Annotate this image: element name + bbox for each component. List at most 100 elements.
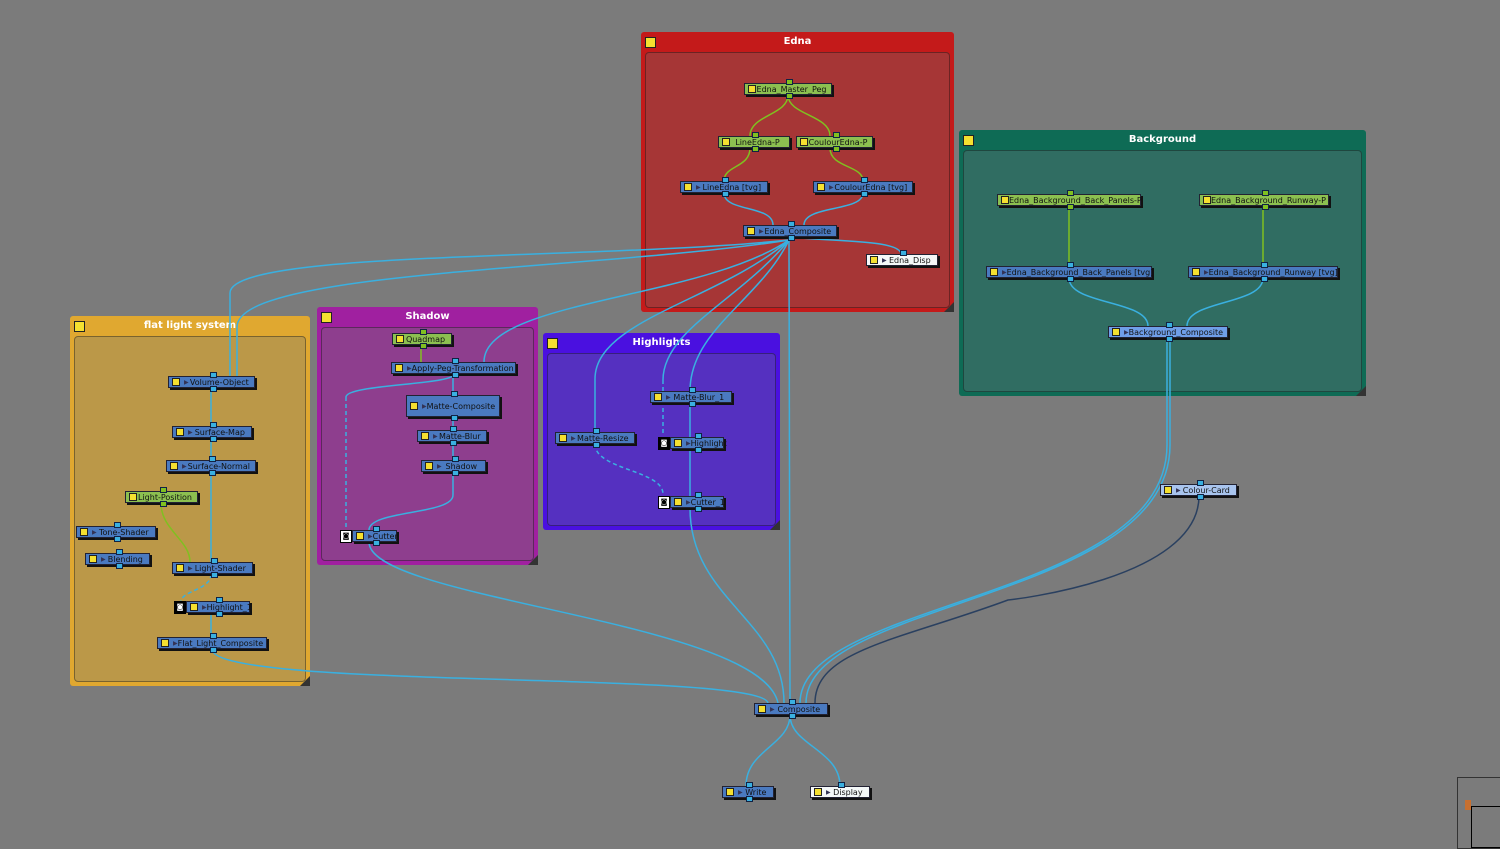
enable-toggle[interactable]	[129, 493, 137, 501]
input-port[interactable]	[752, 132, 759, 138]
output-port[interactable]	[209, 470, 216, 476]
enable-toggle[interactable]	[396, 335, 404, 343]
output-port[interactable]	[451, 470, 459, 476]
node-tone-shader[interactable]: ▶Tone-Shader	[76, 522, 156, 542]
wire-image[interactable]	[789, 714, 841, 787]
wire-image[interactable]	[788, 239, 791, 704]
output-port[interactable]	[832, 146, 840, 152]
output-port[interactable]	[115, 563, 123, 569]
output-port[interactable]	[372, 540, 380, 546]
output-port[interactable]	[788, 235, 795, 241]
wire-peg[interactable]	[787, 94, 831, 137]
wire-image[interactable]	[345, 375, 454, 398]
enable-toggle[interactable]	[559, 434, 567, 442]
enable-toggle[interactable]	[726, 788, 734, 796]
output-port[interactable]	[451, 372, 459, 378]
input-port[interactable]	[1166, 322, 1173, 328]
input-port[interactable]	[451, 456, 459, 462]
node-highlight-1[interactable]: ▶Highlight_1	[186, 597, 252, 617]
input-port[interactable]	[210, 633, 217, 639]
output-port[interactable]	[752, 146, 759, 152]
group-color-swatch[interactable]	[321, 312, 332, 323]
node-cutter-1[interactable]: ▶Cutter_1	[670, 492, 725, 512]
enable-toggle[interactable]	[747, 227, 755, 235]
input-port[interactable]	[695, 433, 702, 439]
node-volume-object[interactable]: ▶Volume-Object	[168, 372, 255, 392]
node-blending[interactable]: ▶Blending	[85, 549, 150, 569]
enable-toggle[interactable]	[425, 462, 433, 470]
node-bg-back-panels[interactable]: ▶Edna_Background_Back_Panels [tvg]	[986, 262, 1153, 282]
input-port[interactable]	[420, 329, 427, 335]
resize-handle[interactable]	[300, 676, 310, 686]
input-port[interactable]	[861, 177, 868, 183]
resize-handle[interactable]	[944, 302, 954, 312]
output-port[interactable]	[1262, 204, 1269, 210]
node-write[interactable]: ▶Write	[722, 782, 774, 802]
enable-toggle[interactable]	[1203, 196, 1211, 204]
output-port[interactable]	[746, 796, 753, 802]
output-port[interactable]	[1067, 276, 1074, 282]
enable-toggle[interactable]	[870, 256, 878, 264]
output-port[interactable]	[593, 442, 600, 448]
wire-image[interactable]	[662, 239, 790, 381]
navigator-minimap[interactable]	[1457, 777, 1500, 849]
enable-toggle[interactable]	[80, 528, 88, 536]
node-colour-card[interactable]: ▶Colour-Card	[1160, 480, 1237, 500]
enable-toggle[interactable]	[176, 564, 184, 572]
wire-peg[interactable]	[749, 94, 789, 137]
input-port[interactable]	[788, 221, 795, 227]
output-port[interactable]	[216, 611, 223, 617]
input-port[interactable]	[838, 782, 845, 788]
node-bg-runway[interactable]: ▶Edna_Background_Runway [tvg]	[1188, 262, 1338, 282]
node-quadmap[interactable]: Quadmap	[392, 329, 452, 349]
output-port[interactable]	[159, 501, 167, 507]
input-port[interactable]	[786, 79, 793, 85]
enable-toggle[interactable]	[990, 268, 998, 276]
enable-toggle[interactable]	[356, 532, 364, 540]
output-port[interactable]	[451, 415, 458, 421]
wire-image[interactable]	[180, 573, 212, 602]
input-port[interactable]	[1262, 190, 1269, 196]
wire-image[interactable]	[803, 192, 864, 226]
output-port[interactable]	[1261, 276, 1268, 282]
enable-toggle[interactable]	[172, 378, 180, 386]
enable-toggle[interactable]	[817, 183, 825, 191]
node-light-shader[interactable]: ▶Light-Shader	[172, 558, 253, 578]
wire-image[interactable]	[368, 541, 779, 704]
output-port[interactable]	[1166, 336, 1173, 342]
wire-image[interactable]	[689, 239, 790, 392]
output-port[interactable]	[114, 536, 121, 542]
output-port[interactable]	[695, 447, 702, 453]
wire-image[interactable]	[805, 338, 1171, 704]
output-port[interactable]	[695, 506, 702, 512]
group-flatlight[interactable]: flat light system	[70, 316, 310, 686]
node-edna-disp[interactable]: ▶Edna_Disp	[866, 250, 938, 266]
output-port[interactable]	[210, 647, 217, 653]
wire-image[interactable]	[483, 239, 790, 363]
output-port[interactable]	[789, 713, 796, 719]
node-matte-resize[interactable]: ▶Matte-Resize	[555, 428, 635, 448]
output-port[interactable]	[786, 93, 793, 99]
wire-peg[interactable]	[829, 147, 864, 182]
enable-toggle[interactable]	[170, 462, 178, 470]
wire-image[interactable]	[229, 239, 790, 376]
output-port[interactable]	[450, 440, 457, 446]
enable-toggle[interactable]	[722, 138, 730, 146]
output-port[interactable]	[1196, 494, 1204, 500]
node-background-composite[interactable]: ▶Background_Composite	[1108, 322, 1228, 342]
wire-image[interactable]	[211, 648, 769, 704]
output-port[interactable]	[420, 343, 427, 349]
node-light-position[interactable]: Light-Position	[125, 487, 198, 507]
wire-image[interactable]	[594, 443, 664, 495]
resize-handle[interactable]	[528, 555, 538, 565]
node-surface-normal[interactable]: ▶Surface-Normal	[166, 456, 256, 476]
output-port[interactable]	[210, 572, 218, 578]
wire-image[interactable]	[799, 338, 1168, 704]
enable-toggle[interactable]	[1192, 268, 1200, 276]
node-display[interactable]: ▶Display	[810, 782, 870, 798]
input-port[interactable]	[1067, 262, 1074, 268]
enable-toggle[interactable]	[190, 603, 198, 611]
input-port[interactable]	[689, 387, 696, 393]
enable-toggle[interactable]	[89, 555, 97, 563]
node-cutter[interactable]: ▶Cutter	[352, 526, 398, 546]
